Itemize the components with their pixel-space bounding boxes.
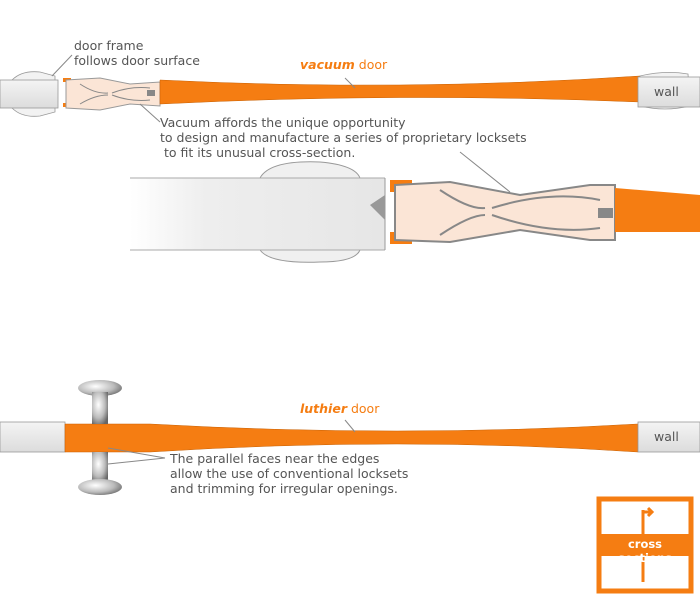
luthier-title-emphasis: luthier bbox=[300, 401, 347, 416]
right-wall bbox=[637, 421, 700, 453]
wall-label-bottom: wall bbox=[654, 429, 679, 444]
vacuum-door-section bbox=[0, 54, 700, 123]
enlarged-door-panel bbox=[615, 188, 700, 232]
door-frame-note: door frame follows door surface bbox=[74, 38, 200, 68]
right-wall bbox=[637, 76, 700, 108]
small-lockset bbox=[65, 77, 161, 111]
vacuum-door-panel bbox=[159, 75, 641, 105]
lockset-note: Vacuum affords the unique opportunity to… bbox=[160, 115, 527, 160]
luthier-door-section bbox=[0, 380, 700, 495]
luthier-note: The parallel faces near the edges allow … bbox=[170, 451, 409, 496]
enlarged-lockset-body bbox=[394, 180, 616, 244]
vacuum-title-emphasis: vacuum bbox=[300, 57, 355, 72]
luthier-title-rest: door bbox=[347, 401, 380, 416]
luthier-door-title: luthier door bbox=[300, 401, 379, 416]
left-wall-frame bbox=[0, 421, 66, 453]
vacuum-door-title: vacuum door bbox=[300, 57, 387, 72]
wall-label-top: wall bbox=[654, 84, 679, 99]
vacuum-title-rest: door bbox=[354, 57, 388, 72]
left-wall-frame bbox=[0, 79, 59, 109]
logo-text: cross sections bbox=[618, 537, 672, 565]
door-knob-bottom bbox=[78, 452, 122, 495]
enlarged-lockset-detail bbox=[130, 151, 700, 263]
door-knob-top bbox=[78, 380, 122, 424]
cross-sections-logo bbox=[596, 496, 694, 594]
enlarged-frame bbox=[130, 178, 385, 250]
